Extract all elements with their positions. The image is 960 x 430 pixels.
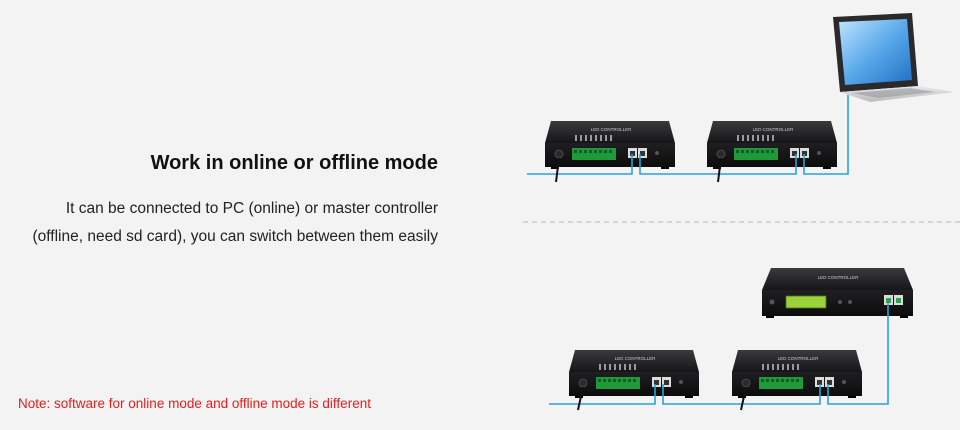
section-heading: Work in online or offline mode	[150, 152, 438, 174]
led-controller-icon	[568, 349, 700, 399]
description-line-1: It can be connected to PC (online) or ma…	[65, 200, 438, 217]
led-controller-icon	[544, 120, 676, 170]
software-note: Note: software for online mode and offli…	[18, 396, 371, 411]
svg-text:LED CONTROLLER: LED CONTROLLER	[818, 275, 860, 280]
description-line-2: (offline, need sd card), you can switch …	[32, 228, 438, 245]
led-controller-icon	[706, 120, 838, 170]
led-controller-icon	[731, 349, 863, 399]
laptop-icon	[833, 13, 954, 102]
master-controller-icon: LED CONTROLLER	[762, 268, 913, 318]
